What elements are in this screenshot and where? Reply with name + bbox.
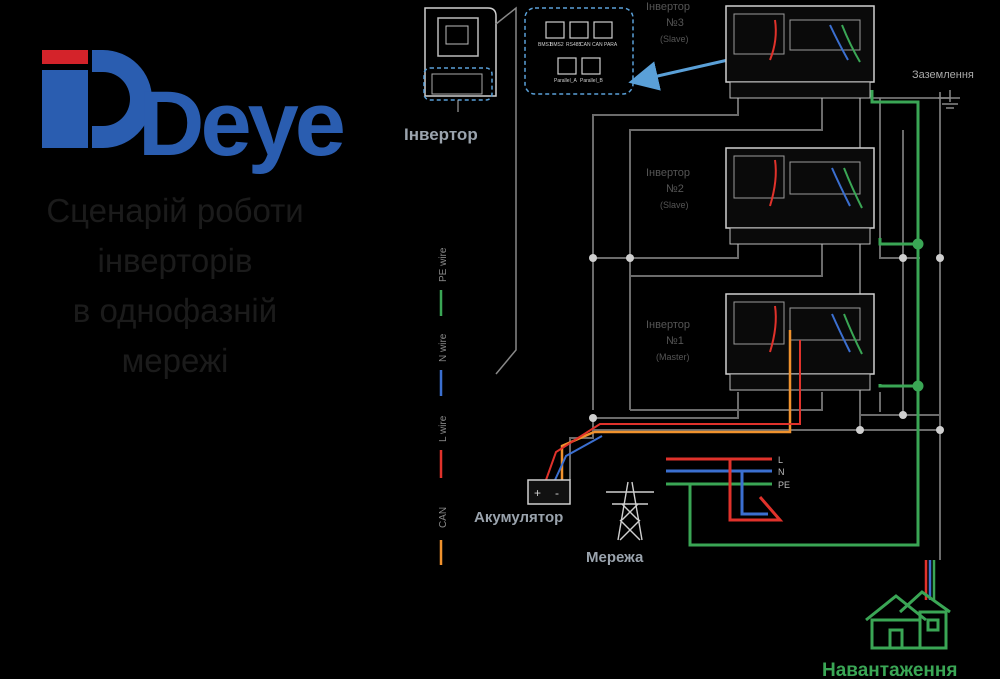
legend-label-can: CAN — [438, 507, 449, 528]
legend-label-n-wire: N wire — [438, 333, 449, 362]
title-line: Сценарій роботи — [46, 192, 304, 229]
logo-blue-bar — [42, 70, 88, 148]
inverter-3-role: (Slave) — [660, 34, 689, 44]
inverter-1-number: №1 — [666, 335, 684, 347]
battery-label: Акумулятор — [474, 509, 563, 526]
inverter-1-name: Інвертор — [646, 319, 690, 331]
title-line: інверторів — [97, 242, 253, 279]
grid-tower-icon — [606, 481, 654, 541]
junction-dots — [589, 254, 944, 434]
logo-wordmark: Deye — [138, 73, 346, 175]
title-line: мережі — [121, 342, 229, 379]
inverter-3 — [725, 5, 875, 99]
port-label: CAN — [580, 42, 591, 48]
port-label: BMS1 — [538, 42, 552, 48]
deye-logo: Deye — [42, 44, 346, 170]
comm-wiring — [569, 92, 941, 560]
inverter-2-role: (Slave) — [660, 200, 689, 210]
port-zoom-box: BMS1 BMS2 RS485 CAN CAN PARA Parallel_A … — [524, 7, 729, 95]
battery-wiring — [545, 330, 801, 481]
grid-lines — [666, 457, 784, 522]
house-icon — [865, 590, 951, 650]
title-line: в однофазній — [72, 292, 278, 329]
battery-icon — [527, 479, 571, 505]
logo-red-bar — [42, 50, 88, 64]
inverter-2-number: №2 — [666, 183, 684, 195]
battery-minus: - — [555, 486, 559, 500]
battery-plus: + — [534, 486, 541, 500]
inverter-3-name: Інвертор — [646, 1, 690, 13]
inverter-callout — [423, 6, 517, 375]
page-title: Сценарій роботи інверторів в однофазній … — [0, 186, 350, 386]
inverter-1-role: (Master) — [656, 352, 690, 362]
legend-label-pe-wire: PE wire — [438, 247, 449, 282]
grid-line-label-l: L — [778, 455, 783, 465]
ground-label: Заземлення — [912, 69, 974, 81]
port-label: CAN — [592, 42, 603, 48]
port-label: Parallel_A — [554, 78, 577, 84]
grid-line-label-n: N — [778, 467, 785, 477]
inverter-2-name: Інвертор — [646, 167, 690, 179]
port-label: PARA — [604, 42, 618, 48]
inverter-3-number: №3 — [666, 17, 684, 29]
inverter-2 — [725, 147, 875, 245]
inverter-callout-label: Інвертор — [404, 125, 478, 144]
port-label: BMS2 — [550, 42, 564, 48]
port-label: Parallel_B — [580, 78, 603, 84]
load-label: Навантаження — [822, 660, 957, 679]
port-label: RS485 — [566, 42, 582, 48]
ground-symbol — [870, 90, 960, 109]
legend-label-l-wire: L wire — [438, 415, 449, 442]
grid-label: Мережа — [586, 549, 644, 566]
grid-line-label-pe: PE — [778, 480, 790, 490]
